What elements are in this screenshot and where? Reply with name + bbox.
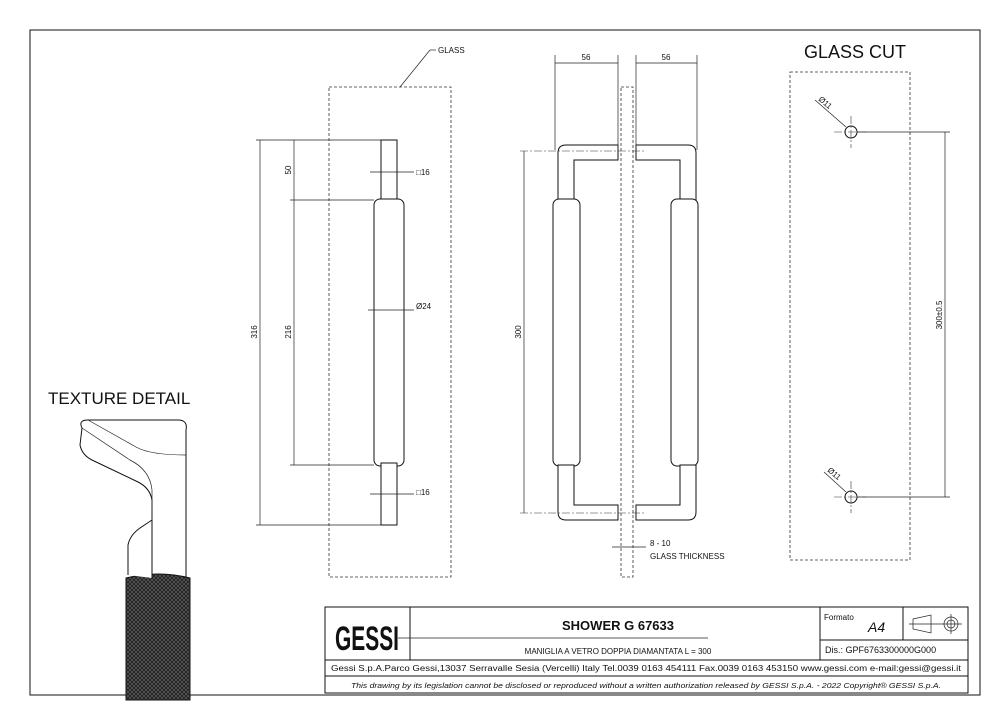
left-handle-grip	[552, 198, 581, 467]
diameter-label: Ø24	[416, 302, 432, 311]
hole-bottom-label: Ø11	[826, 466, 843, 483]
right-handle-grip	[670, 198, 699, 467]
drawing-subtitle: MANIGLIA A VETRO DOPPIA DIAMANTATA L = 3…	[525, 647, 712, 656]
glass-cut-title: GLASS CUT	[804, 42, 906, 62]
copyright-notice: This drawing by its legislation cannot b…	[351, 682, 941, 690]
glass-panel-outline	[789, 71, 911, 561]
drawing-border	[29, 29, 981, 696]
projection-symbol-icon	[909, 614, 962, 634]
front-view: 56 56 300 8 - 10 GLASS THICKNESS	[514, 53, 725, 578]
dim-total: 316	[250, 325, 259, 339]
dim-top: 50	[284, 165, 293, 174]
glass-label: GLASS	[438, 46, 465, 55]
glass-thickness-label: GLASS THICKNESS	[650, 552, 725, 561]
left-handle-bottom	[557, 464, 619, 521]
dim-left-depth: 56	[582, 53, 591, 62]
handle-top-post	[380, 139, 398, 203]
texture-detail: TEXTURE DETAIL	[48, 389, 191, 701]
dim-right-depth: 56	[662, 53, 671, 62]
dim-grip: 216	[284, 325, 293, 339]
company-address: Gessi S.p.A.Parco Gessi,13037 Serravalle…	[331, 664, 962, 673]
format-value: A4	[867, 619, 885, 635]
handle-grip	[373, 198, 405, 467]
glass-cut-view: GLASS CUT Ø11 Ø11 300±0.5	[789, 42, 950, 561]
glass-outline	[328, 86, 452, 578]
texture-knurled-grip	[125, 573, 191, 701]
hole-spacing: 300±0.5	[935, 300, 944, 329]
hole-top-label: Ø11	[817, 95, 834, 112]
texture-title: TEXTURE DETAIL	[48, 389, 190, 408]
gessi-logo: GESSI	[335, 620, 399, 658]
glass-thickness-value: 8 - 10	[650, 539, 671, 548]
right-handle-top	[635, 144, 697, 201]
square-bottom-label: □16	[416, 488, 430, 497]
title-block: GESSI SHOWER G 67633 MANIGLIA A VETRO DO…	[324, 606, 969, 694]
glass-leader	[399, 49, 431, 88]
glass-section	[620, 86, 634, 578]
drawing-number: Dis.: GPF6763300000G000	[825, 645, 936, 655]
side-view: GLASS 316 50 216 □16 Ø24 □16	[250, 46, 465, 578]
drawing-title: SHOWER G 67633	[562, 618, 674, 633]
right-handle-bottom	[635, 464, 697, 521]
dim-height: 300	[514, 325, 523, 339]
format-label: Formato	[824, 613, 854, 622]
left-handle-top	[557, 144, 619, 201]
square-top-label: □16	[416, 168, 430, 177]
